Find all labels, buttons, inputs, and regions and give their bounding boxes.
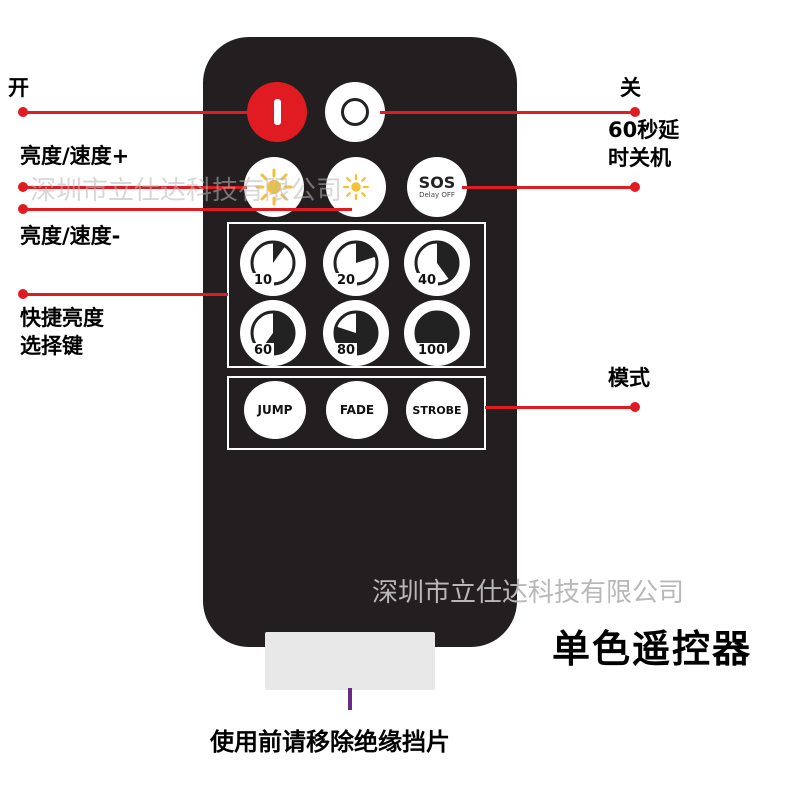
- strobe-label: STROBE: [412, 403, 462, 417]
- level-label: 100: [416, 343, 448, 358]
- brightness-100-button[interactable]: 100: [404, 300, 470, 366]
- level-label: 20: [335, 273, 358, 288]
- label-timer-off-2: 时关机: [608, 146, 671, 170]
- label-quick-brightness-1: 快捷亮度: [20, 306, 104, 330]
- delay-off-label: Delay OFF: [419, 190, 455, 199]
- level-fill: [356, 242, 376, 263]
- fade-label: FADE: [339, 403, 375, 417]
- product-title: 单色遥控器: [552, 627, 753, 671]
- label-mode: 模式: [608, 366, 650, 390]
- leader-dot-quick-brightness: [18, 289, 28, 299]
- brightness-60-button[interactable]: 60: [240, 300, 306, 366]
- jump-button[interactable]: JUMP: [244, 381, 306, 439]
- strobe-button[interactable]: STROBE: [406, 381, 468, 439]
- quick-brightness-frame: [227, 222, 486, 368]
- tab-indicator-line: [348, 688, 352, 710]
- leader-dot-off: [630, 107, 640, 117]
- leader-line-sos: [462, 186, 635, 189]
- level-label: 10: [252, 273, 275, 288]
- level-label: 60: [252, 343, 275, 358]
- sun-icon: [342, 173, 370, 201]
- usage-note: 使用前请移除绝缘挡片: [210, 728, 450, 756]
- mode-frame: [227, 376, 486, 450]
- brightness-20-button[interactable]: 20: [323, 230, 389, 296]
- label-quick-brightness-2: 选择键: [20, 334, 83, 358]
- leader-line-brightness-down: [22, 208, 352, 211]
- brightness-up-button[interactable]: [244, 157, 304, 217]
- brightness-down-button[interactable]: [326, 157, 386, 217]
- label-brightness-up: 亮度/速度+: [20, 144, 130, 168]
- power-on-icon: [273, 99, 281, 125]
- leader-line-brightness-up: [22, 186, 247, 189]
- label-timer-off-1: 60秒延: [608, 118, 680, 142]
- power-off-icon: [341, 98, 369, 126]
- leader-line-mode: [485, 406, 635, 409]
- level-label: 80: [335, 343, 358, 358]
- power-on-button[interactable]: [247, 82, 307, 142]
- leader-line-off: [380, 111, 635, 114]
- fade-button[interactable]: FADE: [326, 381, 388, 439]
- level-fill: [273, 242, 286, 263]
- brightness-40-button[interactable]: 40: [404, 230, 470, 296]
- jump-label: JUMP: [257, 403, 293, 417]
- leader-dot-brightness-down: [18, 204, 28, 214]
- label-brightness-down: 亮度/速度-: [20, 224, 121, 248]
- sos-delay-off-button[interactable]: SOS Delay OFF: [407, 157, 467, 217]
- leader-dot-mode: [630, 402, 640, 412]
- label-on: 开: [8, 76, 29, 100]
- leader-line-on: [22, 111, 250, 114]
- level-label: 40: [416, 273, 439, 288]
- label-off: 关: [620, 76, 641, 100]
- power-off-button[interactable]: [325, 82, 385, 142]
- watermark-top: 深圳市立仕达科技有限公司: [30, 176, 343, 206]
- sun-icon: [255, 168, 293, 206]
- leader-line-quick-brightness: [22, 293, 228, 296]
- level-fill: [437, 242, 458, 280]
- brightness-80-button[interactable]: 80: [323, 300, 389, 366]
- insulation-tab[interactable]: [265, 632, 435, 690]
- leader-dot-brightness-up: [18, 182, 28, 192]
- watermark-bottom: 深圳市立仕达科技有限公司: [372, 578, 685, 608]
- leader-dot-on: [18, 107, 28, 117]
- sos-label: SOS: [418, 172, 456, 192]
- leader-dot-sos: [630, 182, 640, 192]
- brightness-10-button[interactable]: 10: [240, 230, 306, 296]
